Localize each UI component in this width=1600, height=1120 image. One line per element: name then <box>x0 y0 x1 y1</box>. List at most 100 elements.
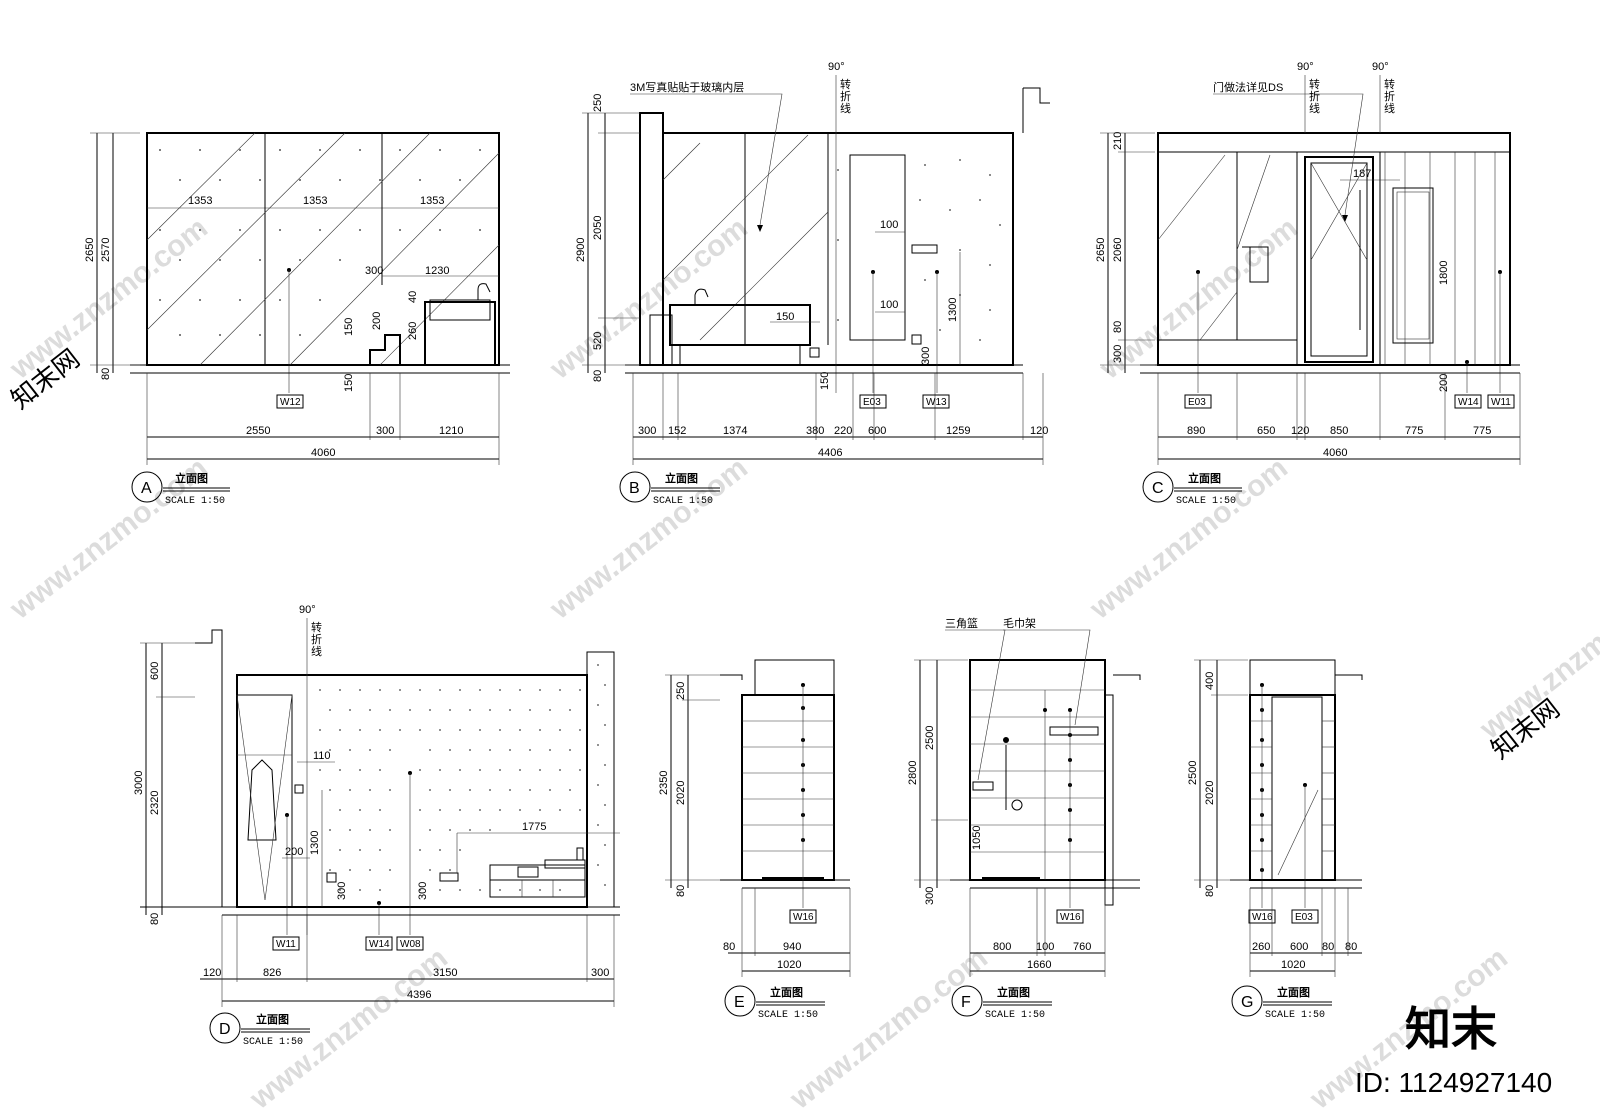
dim-c-left-5: 300 <box>1112 345 1124 363</box>
break-c1-char-2: 折 <box>1309 89 1320 103</box>
dim-c-1: 187 <box>1353 168 1371 180</box>
tag-e-w16: W16 <box>793 912 814 923</box>
break-d-char-2: 折 <box>311 632 322 646</box>
elevation-d: 90° 转 折 线 110 200 1300 1775 300 300 3000… <box>133 604 620 1048</box>
dim-e-left-4: 80 <box>675 885 687 897</box>
tag-g-e03: E03 <box>1295 912 1313 923</box>
dim-c-bottom-1: 890 <box>1187 425 1205 437</box>
break-c2-char-3: 线 <box>1384 101 1395 115</box>
tag-d-w08: W08 <box>400 939 421 950</box>
watermark-5: www.znzmo.com <box>543 451 754 626</box>
elevation-c-door <box>1304 156 1374 363</box>
dim-e-bottom-1: 80 <box>723 941 735 953</box>
dim-c-left-2: 210 <box>1112 132 1124 150</box>
dim-b-bottom-6: 600 <box>868 425 886 437</box>
dim-f-bottom-2: 100 <box>1036 941 1054 953</box>
dim-d-overall: 4396 <box>407 989 431 1001</box>
elevation-f-title: 立面图 <box>997 985 1030 999</box>
elevation-c-wall <box>1157 132 1511 366</box>
tag-d-w14: W14 <box>369 939 390 950</box>
dim-f-left-1: 2800 <box>907 761 919 785</box>
tag-c-w14: W14 <box>1458 397 1479 408</box>
elevation-d-break-angle: 90° <box>299 604 316 616</box>
dim-a-9: 150 <box>343 318 355 336</box>
dim-a-5: 300 <box>365 265 383 277</box>
elevation-e-scale: SCALE 1:50 <box>758 1010 818 1021</box>
elevation-d-scale: SCALE 1:50 <box>243 1037 303 1048</box>
dim-a-left-1: 2650 <box>84 238 96 262</box>
elevation-a-title: 立面图 <box>175 471 208 485</box>
dim-c-left-3: 2060 <box>1112 238 1124 262</box>
elevation-b-title: 立面图 <box>665 471 698 485</box>
dim-a-8: 260 <box>407 322 419 340</box>
dim-b-left-2: 250 <box>592 94 604 112</box>
elevation-c-wood-panel <box>1384 152 1496 365</box>
elevation-e-wall <box>741 694 835 881</box>
tag-b-w13: W13 <box>926 397 947 408</box>
dim-b-overall: 4406 <box>818 447 842 459</box>
break-c1-char-1: 转 <box>1309 77 1320 91</box>
elevation-a: 1353 1353 1353 1230 300 40 200 260 150 1… <box>84 132 510 507</box>
elevation-a-basin <box>424 301 496 366</box>
dim-d-1: 110 <box>313 750 331 762</box>
dim-c-left-1: 2650 <box>1095 238 1107 262</box>
elevation-f-letter: F <box>961 994 971 1011</box>
dim-c-overall: 4060 <box>1323 447 1347 459</box>
dim-g-bottom-1: 260 <box>1252 941 1270 953</box>
tag-c-w11: W11 <box>1491 397 1511 408</box>
elevation-g: 2500 400 2020 80 260 600 80 80 1020 W16 … <box>1187 659 1363 1021</box>
dim-d-4: 1775 <box>522 821 546 833</box>
dim-c-bottom-4: 850 <box>1330 425 1348 437</box>
dim-c-bottom-6: 775 <box>1473 425 1491 437</box>
elevation-d-title: 立面图 <box>256 1012 289 1026</box>
elevation-c-note: 门做法详见DS <box>1213 80 1283 94</box>
break-c2-char-1: 转 <box>1384 77 1395 91</box>
elevation-f: 三角篮 毛巾架 2800 2500 1050 300 800 100 760 1… <box>907 616 1141 1021</box>
dim-c-left-4: 80 <box>1112 321 1124 333</box>
elevation-d-letter: D <box>219 1021 231 1038</box>
elevation-g-title: 立面图 <box>1277 985 1310 999</box>
dim-e-left-3: 2020 <box>675 781 687 805</box>
tag-g-w16: W16 <box>1252 912 1273 923</box>
dim-c-2: 1800 <box>1438 261 1450 285</box>
dim-d-bottom-4: 300 <box>591 967 609 979</box>
tag-b-e03: E03 <box>863 397 881 408</box>
elevation-b-mirror <box>849 154 906 341</box>
elevation-f-scale: SCALE 1:50 <box>985 1010 1045 1021</box>
dim-e-left-2: 250 <box>675 682 687 700</box>
dim-g-left-2: 400 <box>1204 672 1216 690</box>
elevation-b-break-angle: 90° <box>828 61 845 73</box>
dim-c-3: 200 <box>1438 374 1450 392</box>
dim-g-left-4: 80 <box>1204 885 1216 897</box>
dim-g-left-1: 2500 <box>1187 761 1199 785</box>
dim-b-left-4: 520 <box>592 332 604 350</box>
elevation-g-scale: SCALE 1:50 <box>1265 1010 1325 1021</box>
dim-b-6: 150 <box>819 372 831 390</box>
dim-a-7: 200 <box>371 312 383 330</box>
dim-b-bottom-4: 380 <box>806 425 824 437</box>
dim-d-6: 300 <box>417 882 429 900</box>
dim-d-3: 1300 <box>309 831 321 855</box>
dim-g-bottom-3: 80 <box>1322 941 1334 953</box>
tag-c-e03: E03 <box>1188 397 1206 408</box>
dim-b-bottom-8: 120 <box>1030 425 1048 437</box>
dim-d-left-1: 3000 <box>133 771 145 795</box>
dim-b-bottom-3: 1374 <box>723 425 747 437</box>
elevation-b-scale: SCALE 1:50 <box>653 496 713 507</box>
dim-d-left-4: 80 <box>149 913 161 925</box>
dim-b-4: 1300 <box>947 298 959 322</box>
elevation-g-mirror <box>1271 696 1323 881</box>
elevation-b-letter: B <box>629 480 640 497</box>
dim-b-bottom-1: 300 <box>638 425 656 437</box>
dim-a-bottom-2: 300 <box>376 425 394 437</box>
elevation-b-note: 3M写真贴贴于玻璃内层 <box>630 80 744 94</box>
dim-b-3: 150 <box>776 311 794 323</box>
dim-f-overall: 1660 <box>1027 959 1051 971</box>
dim-b-5: 300 <box>920 347 932 365</box>
elevation-d-wardrobe <box>236 694 293 908</box>
elevation-b: 3M写真贴贴于玻璃内层 90° 转 折 线 100 100 150 1300 3… <box>575 61 1050 507</box>
dim-e-overall: 1020 <box>777 959 801 971</box>
dim-f-left-4: 300 <box>924 887 936 905</box>
dim-a-2: 1353 <box>303 195 327 207</box>
